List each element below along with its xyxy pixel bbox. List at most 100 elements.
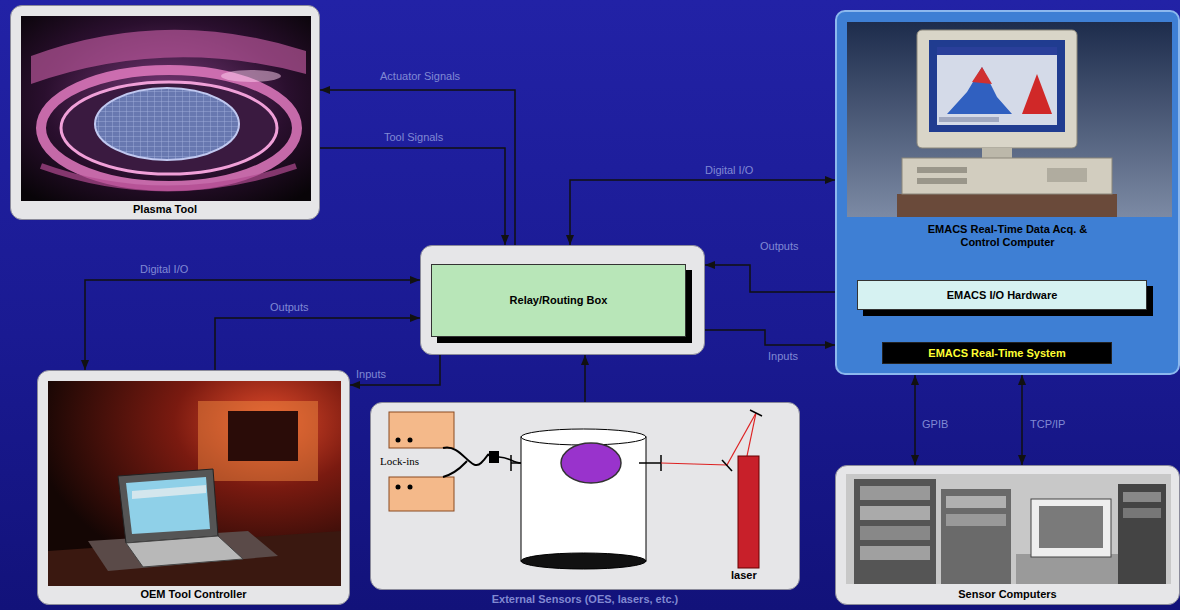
drawing-part bbox=[521, 429, 646, 445]
computer-photo bbox=[847, 22, 1172, 217]
drawing-part bbox=[510, 455, 512, 471]
drawing-part bbox=[1022, 74, 1052, 114]
drawing-part bbox=[389, 477, 454, 511]
drawing-part bbox=[396, 438, 401, 443]
signal-connector bbox=[320, 148, 505, 245]
drawing-part bbox=[41, 70, 297, 186]
signal-connector bbox=[705, 330, 835, 345]
controller-box: OEM Tool Controller bbox=[37, 370, 350, 605]
drawing-part bbox=[946, 496, 1006, 508]
drawing-part bbox=[396, 485, 401, 490]
drawing-part bbox=[31, 30, 306, 84]
drawing-part bbox=[860, 526, 930, 540]
drawing-part bbox=[897, 194, 1117, 217]
drawing-part bbox=[521, 437, 646, 561]
drawing-part bbox=[937, 47, 1057, 55]
drawing-part bbox=[95, 88, 239, 160]
drawing-part bbox=[747, 413, 756, 456]
routing-box-text: Relay/Routing Box bbox=[431, 264, 686, 337]
lock-in-label: Lock-ins bbox=[380, 455, 419, 468]
drawing-part bbox=[48, 381, 341, 586]
signal-label: TCP/IP bbox=[1030, 418, 1065, 431]
signal-connector bbox=[705, 265, 835, 292]
drawing-part bbox=[228, 411, 298, 461]
sensor-setup-box-text: External Sensors (OES, lasers, etc.) bbox=[492, 593, 678, 606]
drawing-part bbox=[443, 461, 467, 477]
drawing-part bbox=[521, 553, 646, 569]
tool-box: Plasma Tool bbox=[10, 5, 320, 220]
drawing-part bbox=[860, 546, 930, 560]
system-box: EMACS Real-Time System bbox=[882, 342, 1112, 364]
drawing-part bbox=[902, 158, 1112, 194]
tool-box-text: Plasma Tool bbox=[133, 203, 197, 216]
computers-box-text: Sensor Computers bbox=[958, 588, 1056, 601]
signal-label: Digital I/O bbox=[140, 263, 188, 276]
signal-connector bbox=[584, 355, 586, 402]
drawing-part bbox=[48, 531, 341, 586]
drawing-part bbox=[408, 438, 413, 443]
signal-label: Digital I/O bbox=[705, 164, 753, 177]
routing-box: Relay/Routing Box bbox=[420, 245, 705, 355]
drawing-part bbox=[126, 536, 243, 567]
computer-panel-text: EMACS Real-Time Data Acq. & Control Comp… bbox=[925, 223, 1090, 249]
drawing-part bbox=[860, 506, 930, 520]
drawing-part bbox=[917, 30, 1077, 148]
drawing-part bbox=[738, 456, 759, 568]
drawing-part bbox=[198, 401, 318, 481]
signal-connector bbox=[350, 355, 440, 385]
hardware-box: EMACS I/O Hardware bbox=[857, 280, 1147, 310]
drawing-part bbox=[917, 167, 967, 173]
signal-connector bbox=[215, 318, 420, 370]
signal-label: GPIB bbox=[922, 418, 948, 431]
signal-label: Outputs bbox=[760, 240, 799, 253]
drawing-part bbox=[1047, 168, 1087, 182]
drawing-part bbox=[939, 117, 999, 122]
signal-label: Inputs bbox=[768, 350, 798, 363]
drawing-part bbox=[221, 70, 281, 82]
drawing-part bbox=[750, 410, 762, 416]
drawing-part bbox=[847, 22, 1172, 217]
laser-label: laser bbox=[731, 569, 757, 582]
drawing-part bbox=[639, 462, 661, 464]
drawing-part bbox=[21, 16, 311, 201]
drawing-part bbox=[929, 40, 1065, 132]
drawing-part bbox=[389, 412, 454, 448]
drawing-part bbox=[499, 457, 521, 463]
signal-label: Inputs bbox=[356, 368, 386, 381]
drawing-part bbox=[846, 474, 1171, 584]
drawing-part bbox=[41, 166, 296, 189]
drawing-part bbox=[132, 485, 206, 499]
drawing-part bbox=[972, 67, 992, 84]
sensor-setup-box: External Sensors (OES, lasers, etc.) bbox=[370, 402, 800, 590]
drawing-part bbox=[947, 67, 1012, 114]
drawing-part bbox=[126, 477, 210, 534]
drawing-part bbox=[1039, 506, 1103, 548]
drawing-part bbox=[854, 479, 936, 584]
drawing-part bbox=[61, 82, 277, 174]
drawing-part bbox=[937, 47, 1057, 125]
drawing-part bbox=[917, 178, 967, 184]
drawing-part bbox=[661, 463, 727, 465]
drawing-part bbox=[118, 469, 218, 543]
drawing-part bbox=[982, 148, 1012, 158]
drawing-part bbox=[1123, 492, 1161, 502]
signal-connector bbox=[85, 280, 420, 370]
sensor-setup-drawing bbox=[371, 403, 801, 591]
drawing-part bbox=[561, 443, 621, 483]
signal-connector bbox=[1021, 375, 1023, 465]
sensor-computers-photo bbox=[846, 474, 1171, 584]
system-box-text: EMACS Real-Time System bbox=[928, 347, 1065, 360]
drawing-part bbox=[489, 451, 499, 463]
hardware-box-text: EMACS I/O Hardware bbox=[947, 289, 1058, 302]
computer-panel: EMACS Real-Time Data Acq. & Control Comp… bbox=[835, 10, 1180, 375]
drawing-part bbox=[1031, 499, 1111, 557]
drawing-part bbox=[1016, 554, 1126, 584]
plasma-tool-photo bbox=[21, 16, 311, 201]
drawing-part bbox=[408, 485, 413, 490]
signal-connector bbox=[914, 375, 916, 465]
signal-connector bbox=[320, 90, 515, 245]
signal-label: Actuator Signals bbox=[380, 70, 460, 83]
computers-box: Sensor Computers bbox=[835, 465, 1180, 605]
drawing-part bbox=[1118, 484, 1166, 584]
